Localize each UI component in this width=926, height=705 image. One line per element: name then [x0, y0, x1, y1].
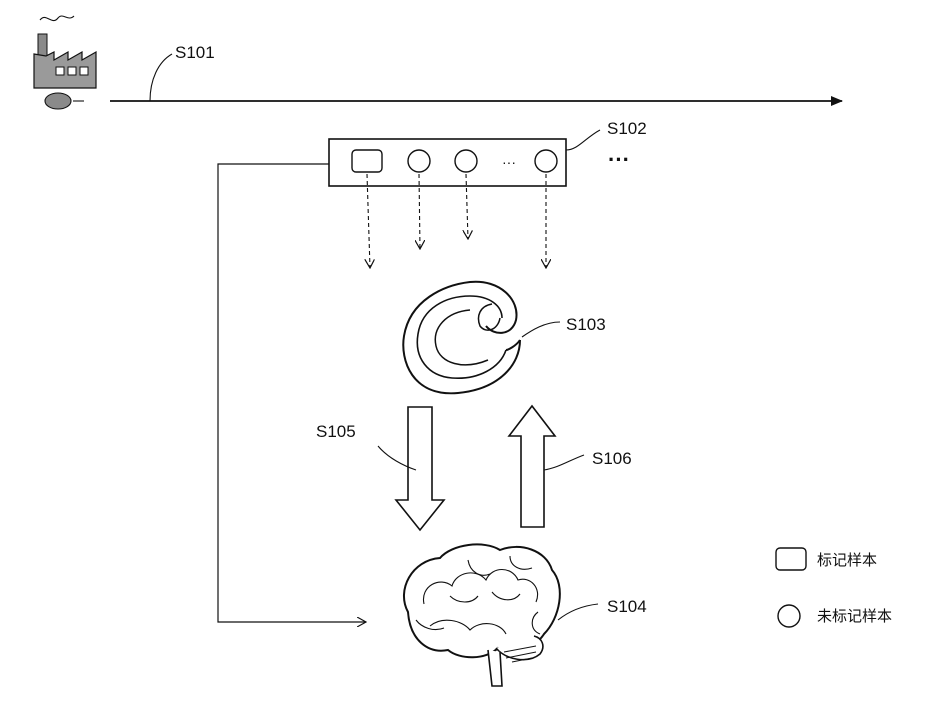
s103-leader — [522, 322, 560, 337]
label-s106: S106 — [592, 449, 632, 468]
down-block-arrow — [396, 407, 444, 530]
label-s103: S103 — [566, 315, 606, 334]
s106-leader — [544, 455, 584, 470]
dashed-arrow — [367, 174, 370, 268]
feedback-loop-arrow — [218, 164, 366, 622]
legend-unlabeled-text: 未标记样本 — [817, 607, 892, 625]
legend-labeled-symbol — [776, 548, 806, 570]
legend — [776, 548, 806, 627]
label-s102: S102 — [607, 119, 647, 138]
s101-leader — [150, 54, 172, 101]
up-block-arrow — [509, 406, 555, 527]
sample-bar — [329, 139, 566, 186]
s104-leader — [558, 604, 598, 620]
outer-ellipsis: ··· — [608, 147, 630, 172]
sample-bar-ellipsis: ··· — [502, 154, 516, 170]
label-s101: S101 — [175, 43, 215, 62]
unlabeled-sample — [408, 150, 430, 172]
legend-labeled-text: 标记样本 — [817, 551, 877, 569]
factory-icon — [34, 16, 96, 109]
labeled-sample — [352, 150, 382, 172]
brain-icon — [404, 544, 560, 686]
label-s104: S104 — [607, 597, 647, 616]
unlabeled-sample — [535, 150, 557, 172]
spiral-model-icon — [403, 282, 520, 394]
label-s105: S105 — [316, 422, 356, 441]
legend-unlabeled-symbol — [778, 605, 800, 627]
unlabeled-sample — [455, 150, 477, 172]
s102-leader — [566, 130, 600, 150]
